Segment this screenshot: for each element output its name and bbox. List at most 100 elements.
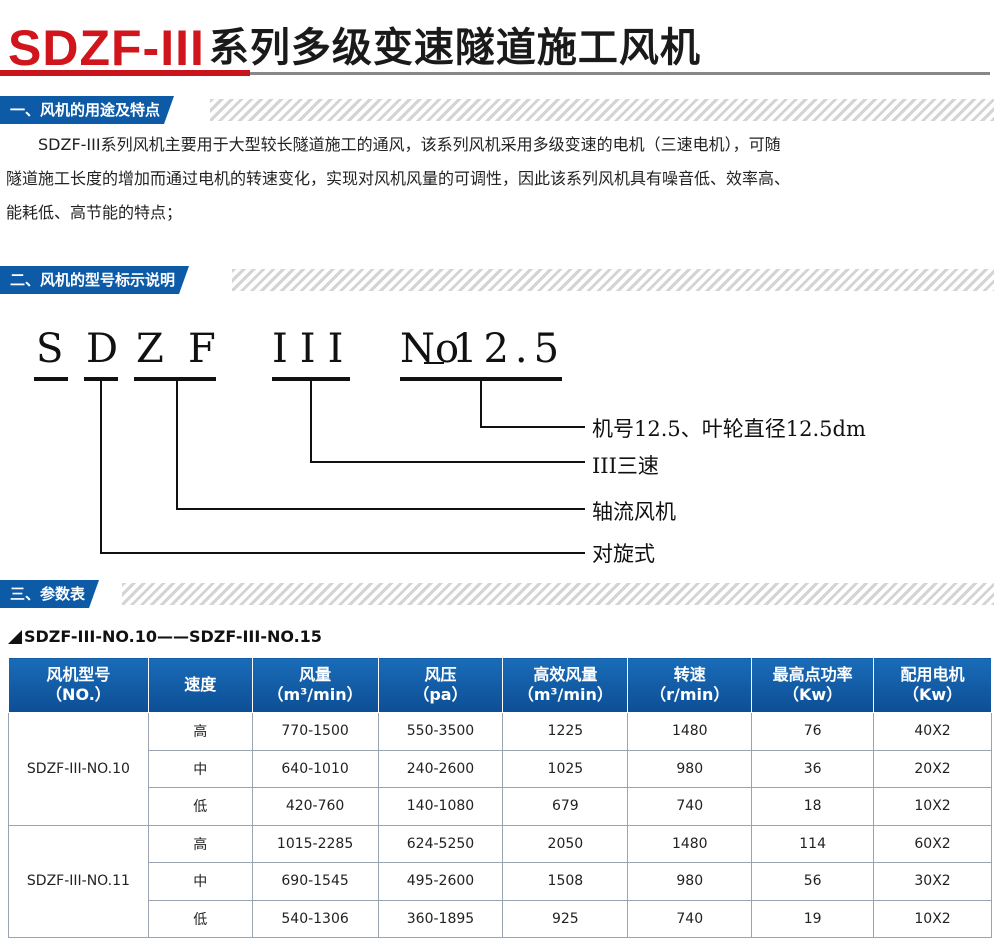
table-cell: 640-1010 [251,749,379,788]
notation-label-speed: III三速 [592,454,659,478]
title-text: 系列多级变速隧道施工风机 [208,25,701,71]
connector-iii [310,381,585,463]
table-title-text: SDZF-III-NO.10——SDZF-III-NO.15 [24,627,322,646]
table-cell: 1508 [502,862,629,901]
table-cell: 18 [751,787,875,826]
col-header-pressure: 风压（pa） [377,657,504,713]
notation-z: Z [136,326,164,372]
section-header-label: 二、风机的型号标示说明 [0,266,189,294]
table-cell: 495-2600 [377,862,504,901]
table-cell: 550-3500 [377,712,504,751]
table-cell: 56 [751,862,875,901]
title-rule [0,72,990,75]
model-cell: SDZF-III-NO.10 [8,712,149,826]
section-header-stripes [232,269,994,291]
table-cell: 1480 [627,712,753,751]
table-cell: 中 [147,862,253,901]
spec-table: 风机型号（NO.） 速度 风量（m³/min） 风压（pa） 高效风量（m³/m… [8,657,992,938]
table-cell: 1015-2285 [251,824,379,863]
table-cell: 20X2 [873,749,992,788]
underline-d [84,377,118,381]
title-rule-accent [0,70,250,76]
table-cell: 36 [751,749,875,788]
connector-d [100,381,585,554]
model-cell: SDZF-III-NO.11 [8,824,149,938]
table-cell: 40X2 [873,712,992,751]
col-header-max-power: 最高点功率（Kw） [751,657,875,713]
section1-line-2: 隧道施工长度的增加而通过电机的转速变化，实现对风机风量的可调性，因此该系列风机具… [6,169,791,188]
section-header-stripes [210,99,994,121]
table-row: 低 540-1306 360-1895 925 740 19 10X2 [9,899,992,938]
table-cell: 140-1080 [377,787,504,826]
title-brand: SDZF-III [8,20,205,76]
section-header-stripes [122,583,994,605]
table-cell: 980 [627,749,753,788]
table-cell: 1480 [627,824,753,863]
section1-line-3: 能耗低、高节能的特点； [6,203,183,222]
notation-label-number: 机号12.5、叶轮直径12.5dm [592,417,866,441]
table-row: SDZF-III-NO.11 高 1015-2285 624-5250 2050… [8,824,992,938]
table-cell: 740 [627,899,753,938]
connector-zf [176,381,585,510]
table-cell: 高 [147,824,253,863]
table-cell: 360-1895 [377,899,504,938]
table-cell: 低 [147,787,253,826]
table-cell: 770-1500 [251,712,379,751]
table-cell: 540-1306 [251,899,379,938]
table-cell: 420-760 [251,787,379,826]
triangle-icon [8,629,22,644]
table-header-row: 风机型号（NO.） 速度 风量（m³/min） 风压（pa） 高效风量（m³/m… [8,657,992,713]
table-cell: 60X2 [873,824,992,863]
col-header-airflow: 风量（m³/min） [251,657,379,713]
notation-f: F [188,326,216,372]
table-cell: 低 [147,899,253,938]
col-header-rpm: 转速（r/min） [627,657,753,713]
underline-number [400,377,562,381]
table-row: SDZF-III-NO.10 高 770-1500 550-3500 1225 … [8,712,992,826]
table-row: 低 420-760 140-1080 679 740 18 10X2 [9,787,992,826]
table-cell: 2050 [502,824,629,863]
notation-no: No [400,326,460,372]
notation-label-contra: 对旋式 [592,542,655,566]
col-header-speed: 速度 [147,657,253,713]
notation-s: S [36,326,64,372]
underline-s [34,377,68,381]
section-header-1: 一、风机的用途及特点 [0,96,1000,124]
table-cell: 高 [147,712,253,751]
table-cell: 1225 [502,712,629,751]
notation-d: D [86,326,119,372]
col-header-efficient-airflow: 高效风量（m³/min） [502,657,629,713]
connector-number [480,381,585,428]
section-header-3: 三、参数表 [0,580,1000,608]
table-cell: 624-5250 [377,824,504,863]
table-title: SDZF-III-NO.10——SDZF-III-NO.15 [8,627,322,646]
col-header-model: 风机型号（NO.） [8,657,149,713]
table-cell: 240-2600 [377,749,504,788]
table-cell: 1025 [502,749,629,788]
notation-label-axial: 轴流风机 [592,500,676,524]
table-cell: 925 [502,899,629,938]
table-cell: 10X2 [873,787,992,826]
section-header-label: 三、参数表 [0,580,99,608]
notation-number: 12.5 [452,326,566,372]
page-title: SDZF-III 系列多级变速隧道施工风机 [8,14,701,74]
table-cell: 30X2 [873,862,992,901]
table-cell: 114 [751,824,875,863]
notation-iii: III [272,326,356,372]
section-header-label: 一、风机的用途及特点 [0,96,174,124]
section1-line-1: SDZF-III系列风机主要用于大型较长隧道施工的通风，该系列风机采用多级变速的… [38,135,781,154]
table-cell: 679 [502,787,629,826]
underline-iii [272,377,350,381]
table-cell: 10X2 [873,899,992,938]
table-cell: 76 [751,712,875,751]
section-header-2: 二、风机的型号标示说明 [0,266,1000,294]
table-cell: 980 [627,862,753,901]
underline-zf [134,377,216,381]
table-row: 中 640-1010 240-2600 1025 980 36 20X2 [9,749,992,788]
table-cell: 740 [627,787,753,826]
table-row: 中 690-1545 495-2600 1508 980 56 30X2 [9,862,992,901]
col-header-motor: 配用电机（Kw） [873,657,992,713]
table-cell: 中 [147,749,253,788]
table-cell: 19 [751,899,875,938]
